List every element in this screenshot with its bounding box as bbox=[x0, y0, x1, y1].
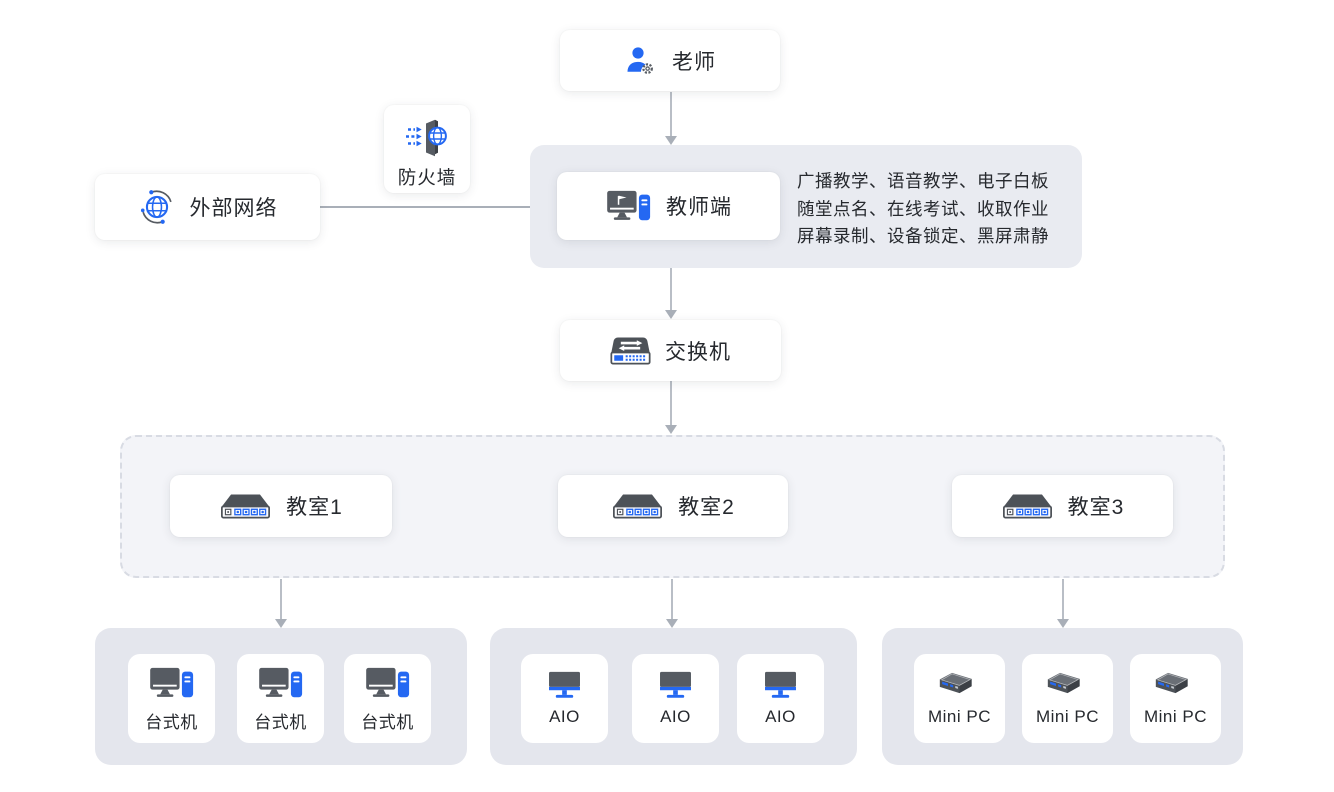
arrowhead-down-icon bbox=[665, 425, 677, 434]
mini-pc-icon bbox=[1044, 670, 1091, 700]
aio-monitor-icon bbox=[546, 670, 583, 700]
node-label: 教室1 bbox=[286, 496, 343, 519]
device-label: AIO bbox=[549, 707, 580, 726]
node-label: 教师端 bbox=[666, 196, 732, 219]
teacher-terminal-feature-list: 广播教学、语音教学、电子白板 随堂点名、在线考试、收取作业 屏幕录制、设备锁定、… bbox=[797, 168, 1049, 251]
device-label: Mini PC bbox=[1035, 707, 1099, 726]
connector-switch-to-classrooms bbox=[670, 381, 672, 426]
device-card-minipc: Mini PC bbox=[1022, 654, 1113, 743]
feature-line: 屏幕录制、设备锁定、黑屏肃静 bbox=[797, 226, 1049, 246]
device-label: AIO bbox=[660, 707, 691, 726]
feature-line: 随堂点名、在线考试、收取作业 bbox=[797, 198, 1049, 219]
device-label: 台式机 bbox=[145, 712, 198, 732]
device-label: 台式机 bbox=[254, 712, 307, 732]
device-label: Mini PC bbox=[1143, 707, 1207, 726]
device-card-minipc: Mini PC bbox=[1130, 654, 1221, 743]
device-label: Mini PC bbox=[927, 707, 991, 726]
connector-classroom2-to-aios bbox=[671, 579, 673, 620]
device-card-aio: AIO bbox=[737, 654, 824, 743]
device-card-desktop: 台式机 bbox=[237, 654, 324, 743]
desktop-tower-icon bbox=[149, 665, 194, 701]
switch-3d-icon bbox=[1001, 493, 1054, 520]
node-switch: 交换机 bbox=[560, 320, 781, 381]
node-label: 外部网络 bbox=[189, 197, 278, 220]
globe-network-icon bbox=[138, 188, 176, 226]
connector-terminal-to-switch bbox=[670, 268, 672, 311]
device-card-aio: AIO bbox=[632, 654, 719, 743]
node-teacher-terminal: 教师端 bbox=[557, 172, 780, 240]
user-gear-icon bbox=[624, 44, 658, 78]
node-teacher: 老师 bbox=[560, 30, 780, 91]
connector-classroom1-to-desktops bbox=[280, 579, 282, 620]
switch-3d-icon bbox=[219, 493, 272, 520]
node-classroom-2: 教室2 bbox=[558, 475, 788, 537]
desktop-tower-icon bbox=[605, 188, 652, 224]
node-firewall: 防火墙 bbox=[384, 105, 470, 193]
connector-teacher-to-terminal bbox=[670, 92, 672, 137]
arrowhead-down-icon bbox=[665, 310, 677, 319]
node-external-network: 外部网络 bbox=[95, 174, 320, 240]
minipc-group-container: Mini PC Mini PC bbox=[882, 628, 1243, 765]
desktop-group-container: 台式机 台式机 bbox=[95, 628, 467, 765]
mini-pc-icon bbox=[936, 670, 983, 700]
firewall-icon bbox=[404, 116, 450, 160]
desktop-tower-icon bbox=[365, 665, 410, 701]
node-classroom-1: 教室1 bbox=[170, 475, 392, 537]
device-card-desktop: 台式机 bbox=[344, 654, 431, 743]
desktop-tower-icon bbox=[258, 665, 303, 701]
arrowhead-down-icon bbox=[665, 136, 677, 145]
mini-pc-icon bbox=[1152, 670, 1199, 700]
switch-3d-icon bbox=[611, 493, 664, 520]
arrowhead-down-icon bbox=[666, 619, 678, 628]
connector-classroom3-to-minipcs bbox=[1062, 579, 1064, 620]
node-label: 防火墙 bbox=[397, 167, 457, 188]
aio-monitor-icon bbox=[762, 670, 799, 700]
arrowhead-down-icon bbox=[1057, 619, 1069, 628]
device-card-desktop: 台式机 bbox=[128, 654, 215, 743]
node-label: 教室3 bbox=[1067, 496, 1125, 519]
node-label: 老师 bbox=[672, 50, 716, 74]
device-card-minipc: Mini PC bbox=[914, 654, 1005, 743]
node-label: 交换机 bbox=[665, 340, 731, 364]
aio-group-container: AIO AIO AIO bbox=[490, 628, 857, 765]
feature-line: 广播教学、语音教学、电子白板 bbox=[797, 171, 1049, 191]
node-classroom-3: 教室3 bbox=[952, 475, 1173, 537]
aio-monitor-icon bbox=[657, 670, 694, 700]
node-label: 教室2 bbox=[678, 496, 735, 519]
teacher-terminal-container: 教师端 广播教学、语音教学、电子白板 随堂点名、在线考试、收取作业 屏幕录制、设… bbox=[530, 145, 1082, 268]
connector-external-to-terminal bbox=[320, 206, 530, 208]
device-label: AIO bbox=[765, 707, 796, 726]
device-label: 台式机 bbox=[361, 712, 414, 732]
device-card-aio: AIO bbox=[521, 654, 608, 743]
network-switch-icon bbox=[610, 336, 651, 366]
arrowhead-down-icon bbox=[275, 619, 287, 628]
